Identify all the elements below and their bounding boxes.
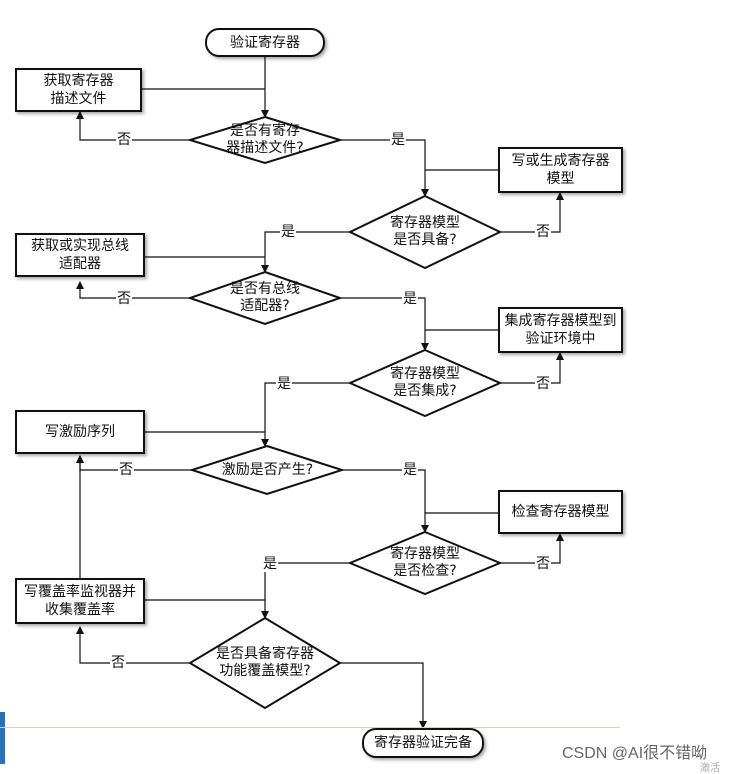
decision-diamond [186,270,344,326]
process-check-register-model: 检查寄存器模型 [498,490,623,534]
process-label: 写激励序列 [45,424,115,440]
process-write-register-model: 写或生成寄存器 模型 [498,147,623,193]
edge-d1-yes [340,139,429,197]
start-terminal: 验证寄存器 [205,28,325,57]
edge-label-yes: 是 [402,291,418,307]
edge-label-yes: 是 [262,556,278,572]
process-write-stimulus-sequence: 写激励序列 [15,410,145,454]
decision-label-model-integrated: 寄存器模型 是否集成? [390,366,460,399]
edge-label-yes: 是 [276,376,292,392]
process-label: 获取寄存器 描述文件 [43,73,114,107]
decision-diamond [347,348,503,418]
decision-label-model-ready: 寄存器模型 是否具备? [390,215,460,248]
edge-label-yes: 是 [390,132,406,148]
edge-label-no: 否 [116,132,132,148]
decision-label-has-coverage-model: 是否具备寄存器 功能覆盖模型? [216,646,314,679]
process-label: 集成寄存器模型到 验证环境中 [504,313,617,347]
edge-label-yes: 是 [402,462,418,478]
decision-label-has-bus-adapter: 是否有总线 适配器? [230,281,300,314]
edge-label-no: 否 [110,655,126,671]
edge-label-no: 否 [535,224,551,240]
process-get-bus-adapter: 获取或实现总线 适配器 [15,233,145,277]
edge-label-no: 否 [116,291,132,307]
process-write-coverage-monitor: 写覆盖率监视器并 收集覆盖率 [15,578,145,624]
decision-diamond [188,616,342,710]
process-get-register-description: 获取寄存器 描述文件 [15,68,142,112]
left-accent-bar [0,712,5,764]
edge-d6-no [500,533,564,564]
edge-d3-yes [340,297,429,351]
decision-diamond [186,115,344,165]
edge-d4-yes [261,382,350,447]
decision-diamond [188,444,346,496]
end-terminal: 寄存器验证完备 [362,728,484,758]
edge-d4-no [500,352,564,384]
decision-diamond [347,530,503,596]
edge-d5-no [76,455,192,471]
edge-label-no: 否 [118,462,134,478]
decision-label-has-description: 是否有寄存 器描述文件? [226,123,304,156]
process-integrate-register-model: 集成寄存器模型到 验证环境中 [498,307,623,353]
process-label: 检查寄存器模型 [511,504,610,520]
edge-d2-no [500,192,564,233]
edge-d1-no [76,111,190,141]
process-label: 获取或实现总线 适配器 [31,238,129,272]
edge-d7-yes [340,662,427,729]
csdn-watermark: CSDN @AI很不错呦 [562,745,708,762]
edge-label-no: 否 [535,556,551,572]
edge-label-no: 否 [535,376,551,392]
process-label: 写覆盖率监视器并 收集覆盖率 [24,584,136,618]
decision-label-stimulus-generated: 激励是否产生? [221,461,314,478]
edge-d3-no [76,281,190,299]
process-label: 写或生成寄存器 模型 [511,153,610,187]
edge-d5-yes [342,469,429,533]
decision-label-model-checked: 寄存器模型 是否检查? [390,546,460,579]
bottom-divider [0,727,620,728]
edge-label-yes: 是 [280,224,296,240]
edge-d7-no [76,626,190,664]
decision-diamond [347,194,503,270]
edge-d2-yes [261,231,350,273]
